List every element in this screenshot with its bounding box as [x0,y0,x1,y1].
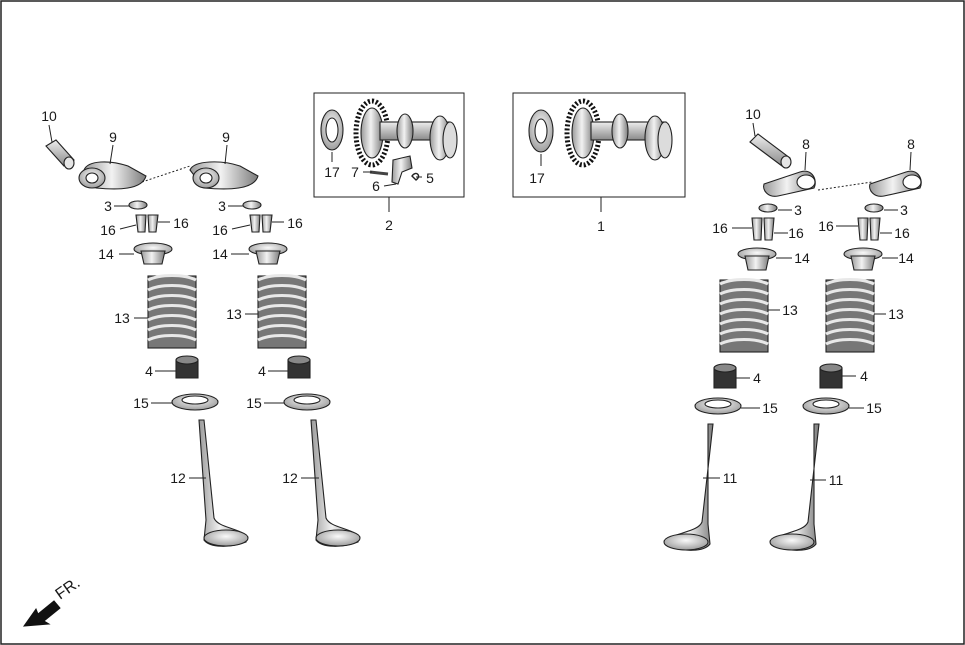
valve-spring-13-c [719,278,769,353]
callout-10: 10 [41,108,57,124]
callout-8: 8 [907,136,915,152]
callout-4: 4 [258,363,266,379]
callout-14: 14 [98,246,114,262]
callout-16: 16 [100,222,116,238]
front-direction-indicator: FR. [22,575,84,627]
callout-16: 16 [894,225,910,241]
callout-12: 12 [170,470,186,486]
callout-3: 3 [104,198,112,214]
callout-15: 15 [246,395,262,411]
camshaft-1 [590,113,673,161]
callout-11: 11 [829,472,844,488]
callout-13: 13 [226,306,242,322]
valve-spring-13-d [825,278,875,353]
bearing-17-left [320,109,344,151]
camshaft-assembly-2 [313,92,465,212]
callout-14: 14 [898,250,914,266]
callout-13: 13 [114,310,130,326]
callout-5: 5 [426,170,434,186]
callout-2: 2 [385,217,393,233]
front-label: FR. [53,575,84,604]
callout-4: 4 [145,363,153,379]
callout-17: 17 [324,164,340,180]
callout-17: 17 [529,170,545,186]
front-arrow-icon [22,600,61,627]
valve-spring-13-a [147,274,197,349]
callout-15: 15 [762,400,778,416]
rocker-link-right [817,181,873,191]
callout-4: 4 [753,370,761,386]
callout-16: 16 [818,218,834,234]
callout-13: 13 [888,306,904,322]
callout-12: 12 [282,470,298,486]
callout-11: 11 [723,470,738,486]
camshaft-assembly-1 [512,92,686,212]
callout-16: 16 [212,222,228,238]
camshaft-2 [379,113,458,161]
callout-3: 3 [794,202,802,218]
valve-stack-right-b [769,170,922,551]
callout-3: 3 [218,198,226,214]
callout-15: 15 [133,395,149,411]
callout-16: 16 [287,215,303,231]
camshaft-box-1 [512,92,686,198]
callout-14: 14 [212,246,228,262]
bearing-17-right [528,109,554,153]
callout-16: 16 [712,220,728,236]
rocker-link-left [141,165,191,183]
callout-8: 8 [802,136,810,152]
valve-spring-13-b [257,274,307,349]
callout-9: 9 [222,129,230,145]
callout-14: 14 [794,250,810,266]
callout-10: 10 [745,106,761,122]
callout-labels: 17 7 6 5 2 17 1 10 9 3 16 16 14 13 4 15 … [41,106,915,488]
callout-4: 4 [860,368,868,384]
valve-stack-left-b [189,161,361,547]
leader-lines [48,122,912,481]
callout-6: 6 [372,178,380,194]
callout-16: 16 [788,225,804,241]
callout-13: 13 [782,302,798,318]
callout-7: 7 [351,164,359,180]
callout-16: 16 [173,215,189,231]
callout-1: 1 [597,218,605,234]
valve-stack-left-a [45,139,249,547]
callout-15: 15 [866,400,882,416]
callout-3: 3 [900,202,908,218]
valve-stack-right-a [663,133,816,551]
callout-9: 9 [109,129,117,145]
decompressor-parts [369,155,420,185]
